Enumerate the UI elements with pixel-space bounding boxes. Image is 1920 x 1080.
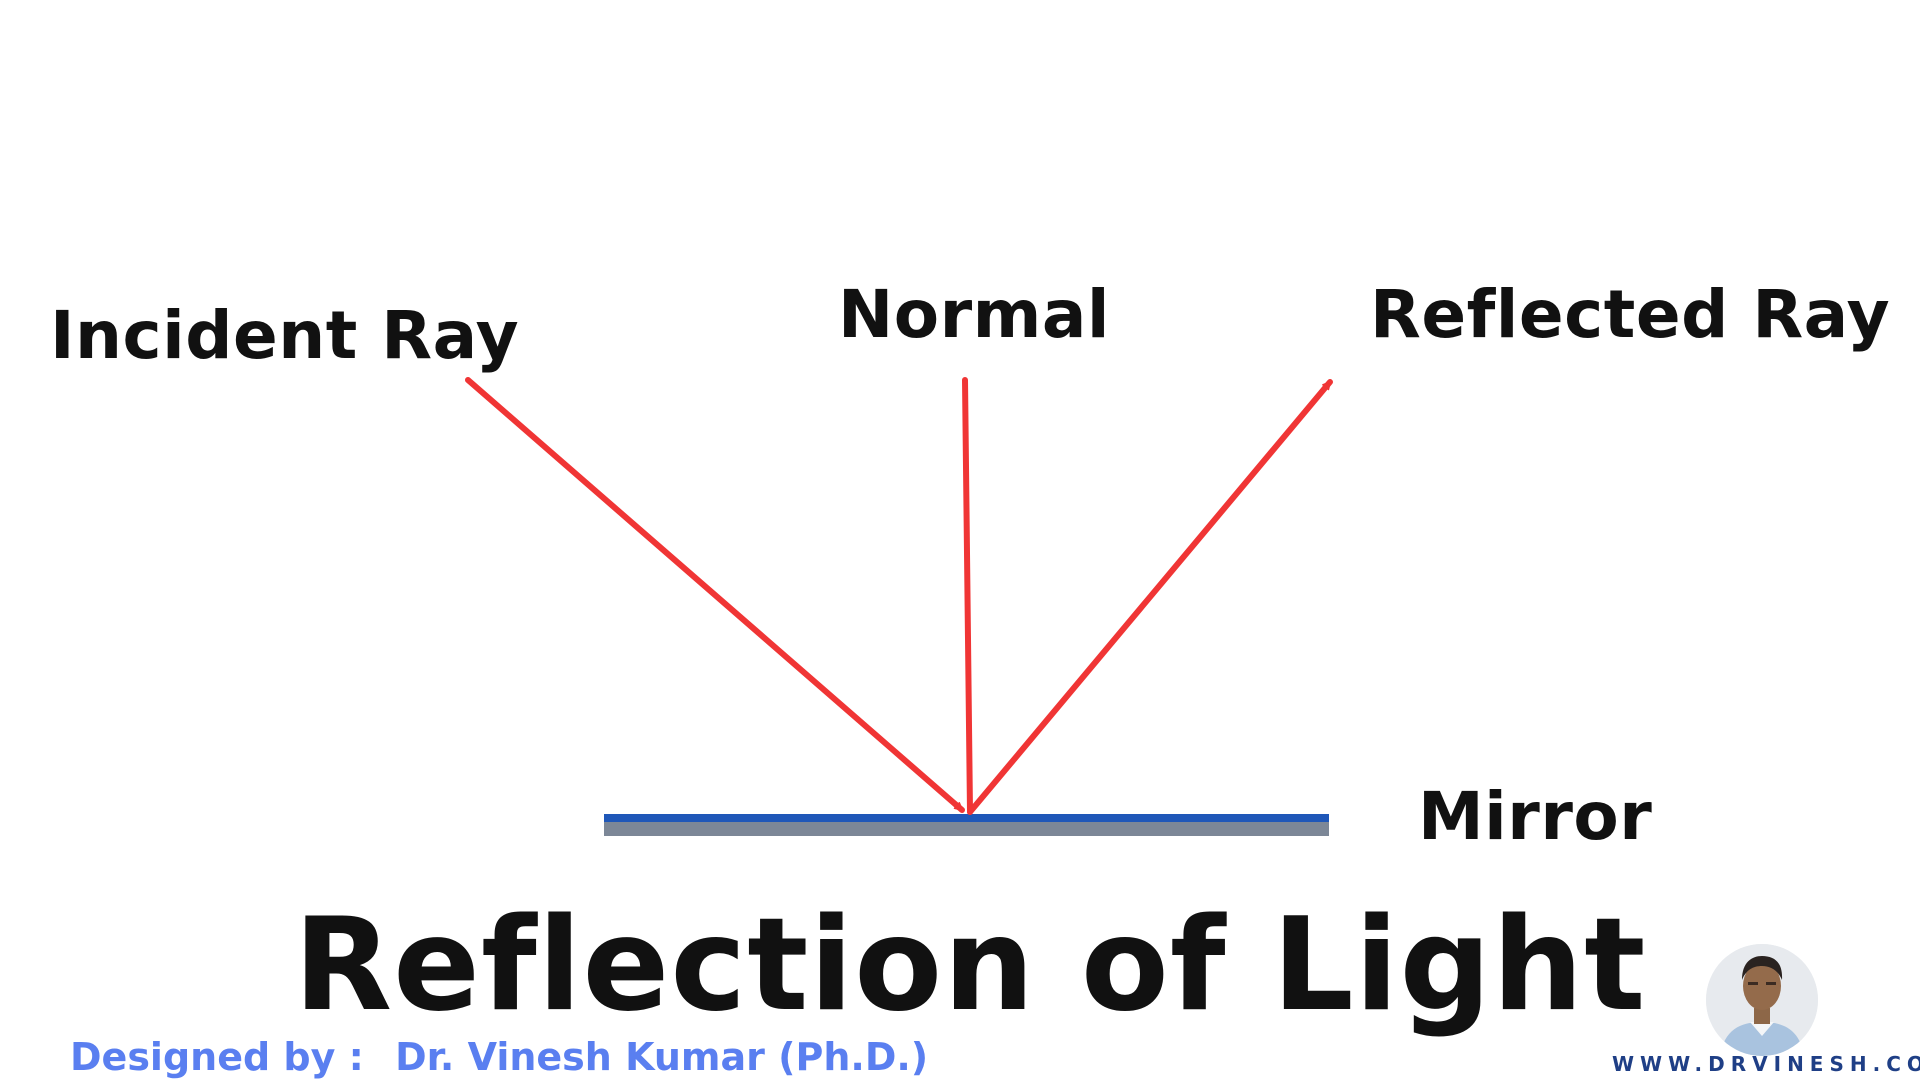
reflected-ray xyxy=(967,379,1333,815)
normal-label: Normal xyxy=(838,276,1111,353)
mirror xyxy=(604,814,1329,836)
credit-name: Dr. Vinesh Kumar (Ph.D.) xyxy=(395,1035,929,1079)
page-title: Reflection of Light xyxy=(293,891,1647,1040)
designer-credit: Designed by : Dr. Vinesh Kumar (Ph.D.) xyxy=(70,1038,928,1076)
person-photo-icon xyxy=(1706,944,1818,1056)
credit-prefix: Designed by : xyxy=(70,1035,364,1079)
mirror-back xyxy=(604,822,1329,836)
incident-ray-label: Incident Ray xyxy=(50,297,520,374)
avatar xyxy=(1706,944,1818,1056)
mirror-surface xyxy=(604,814,1329,822)
incident-ray xyxy=(465,377,965,813)
mirror-label: Mirror xyxy=(1418,778,1653,855)
reflected-ray-label: Reflected Ray xyxy=(1370,276,1891,353)
website-url: WWW.DRVINESH.COM xyxy=(1612,1052,1920,1076)
normal-line xyxy=(962,377,973,815)
